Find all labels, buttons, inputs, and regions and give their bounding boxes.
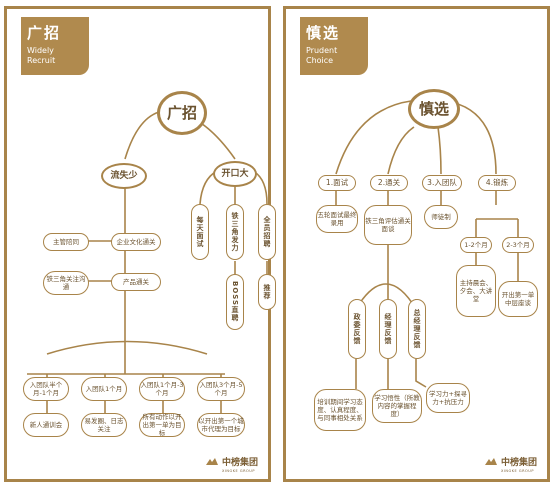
prudent-choice-panel: 慎选 Prudent Choice 慎选 1	[283, 6, 550, 482]
stage-4-bottom: 以开出第一个城市代理为目标	[197, 413, 245, 437]
leaf-first-order: 开出第一单中层座谈	[498, 281, 538, 317]
brand-sub: XINGKE GROUP	[500, 469, 534, 473]
sub-mentor: 师徒制	[424, 205, 458, 229]
tag-en-line2: Recruit	[27, 56, 56, 65]
branch-pass: 2.通关	[370, 175, 408, 191]
feedback-gm: 总经理反馈	[408, 299, 426, 359]
item-boss-zhipin: BOSS直聘	[226, 274, 244, 330]
branch-wide-open: 开口大	[213, 161, 257, 187]
sub-month-2-3: 2-3个月	[502, 237, 534, 253]
item-iron-triangle: 铁三角发力	[226, 204, 244, 260]
brand-mark-icon	[484, 458, 497, 465]
stage-1-bottom: 新人通训会	[23, 413, 69, 437]
branch-low-churn: 流失少	[101, 163, 147, 189]
stage-3-top: 入团队1个月-3个月	[139, 377, 185, 401]
tag-title: 广招	[27, 24, 62, 42]
sub-five-rounds: 五轮面试最终录用	[316, 205, 358, 233]
tag-en-line2: Choice	[306, 56, 334, 65]
brand-sub: XINGKE GROUP	[221, 469, 255, 473]
item-product-pass: 产品通关	[111, 273, 161, 291]
feedback-commissar: 政委反馈	[348, 299, 366, 359]
center-node: 广招	[157, 91, 207, 135]
branch-interview: 1.面试	[318, 175, 356, 191]
stage-1-top: 入团队半个月-1个月	[23, 377, 69, 401]
leaf-comprehension: 学习悟性（所教内容的掌握程度）	[372, 389, 422, 423]
tag-title: 慎选	[306, 24, 341, 42]
panel-tag: 慎选 Prudent Choice	[300, 17, 368, 75]
leaf-attitude: 培训期间学习态度、认真程度、与同事相处关系	[314, 389, 366, 431]
item-all-staff-hiring: 全员招聘	[258, 204, 276, 260]
brand-name: 中榜集团	[221, 458, 258, 468]
stage-2-top: 入团队1个月	[81, 377, 127, 401]
sub-triangle-eval: 铁三角评估通关面谈	[364, 205, 412, 245]
item-triangle-comm: 铁三角关注沟通	[43, 271, 89, 295]
branch-training: 4.锻炼	[478, 175, 516, 191]
item-culture-pass: 企业文化通关	[111, 233, 161, 251]
item-referral: 推荐	[258, 274, 276, 310]
widely-recruit-panel: 广招 Widely Recruit 广招 流失少 开口大 每天面试 铁三角发力 …	[4, 6, 276, 482]
leaf-learning-power: 学习力+探寻力+抗压力	[426, 383, 470, 413]
tag-en-line1: Widely	[27, 46, 54, 55]
tag-en-line1: Prudent	[306, 46, 338, 55]
branch-join-team: 3.入团队	[422, 175, 462, 191]
brand-name: 中榜集团	[500, 458, 537, 468]
stage-2-bottom: 易发圈、日志关注	[81, 413, 127, 437]
panel-tag: 广招 Widely Recruit	[21, 17, 89, 75]
leaf-host-meetings: 主持晨会、夕会、大讲堂	[456, 265, 496, 317]
stage-4-top: 入团队3个月-5个月	[197, 377, 245, 401]
item-supervisor: 主管陪同	[43, 233, 89, 251]
item-daily-interview: 每天面试	[191, 204, 209, 260]
brand-mark-icon	[205, 458, 218, 465]
stage-3-bottom: 所有动作以开出第一单为目标	[139, 413, 185, 437]
center-node: 慎选	[408, 89, 460, 129]
feedback-manager: 经理反馈	[379, 299, 397, 359]
sub-month-1-2: 1-2个月	[460, 237, 492, 253]
